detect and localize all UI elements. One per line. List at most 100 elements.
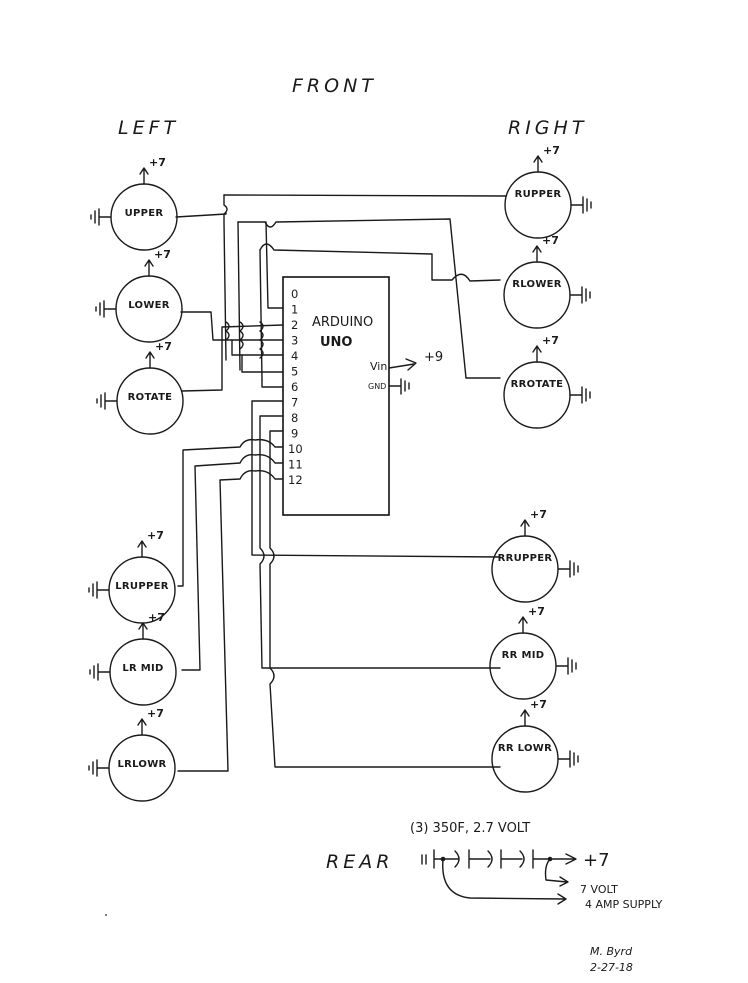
ground-icon [90, 208, 112, 226]
power-arrow-icon [520, 519, 530, 537]
actuator-label: RR LOWR [498, 743, 552, 754]
actuator-label: RR MID [502, 650, 545, 661]
actuator-lr-lower: LRLOWR+7 [88, 707, 176, 802]
ground-icon [555, 657, 577, 675]
wire-lower [180, 311, 284, 341]
capacitor-3-curve [519, 850, 525, 868]
wire-rrotate [237, 218, 501, 379]
pin-label: 2 [291, 318, 298, 332]
wire-rlower-drop [259, 249, 263, 381]
actuator-label: ROTATE [128, 392, 173, 403]
actuator-label: LR MID [122, 663, 163, 674]
supply-negative-arrow-icon [557, 893, 567, 905]
pin-label: 4 [291, 349, 298, 363]
capacitor-spec: (3) 350F, 2.7 VOLT [410, 821, 530, 836]
ground-icon [88, 759, 110, 777]
ground-icon [557, 750, 579, 768]
capacitor-3-plate [500, 849, 523, 869]
vin-value: +9 [424, 350, 443, 365]
vin-wire [388, 363, 415, 369]
power-label: +7 [530, 698, 547, 711]
supply-positive-wire [544, 858, 568, 883]
rear-heading: REAR [326, 851, 393, 873]
signature-name: M. Byrd [590, 945, 633, 958]
capacitor-2-curve [487, 850, 493, 868]
ground-icon [88, 581, 110, 599]
rear-output-label: +7 [583, 850, 610, 871]
vin-label: Vin [370, 360, 387, 373]
supply-line2: 4 AMP SUPPLY [585, 898, 663, 911]
wire-crossings [225, 321, 264, 359]
supply-negative-wire [442, 858, 566, 900]
pin-label: 5 [291, 365, 298, 379]
actuator-left-rotate: ROTATE+7 [96, 340, 184, 435]
vin-arrow-icon [405, 358, 417, 371]
arduino-outline [282, 276, 390, 516]
power-label: +7 [530, 508, 547, 521]
wires [175, 194, 507, 772]
pin-label: 10 [288, 442, 303, 456]
ground-icon [96, 392, 118, 410]
power-label: +7 [154, 248, 171, 261]
power-label: +7 [543, 144, 560, 157]
power-arrow-icon [145, 351, 155, 369]
power-label: +7 [542, 234, 559, 247]
wire-rupper [223, 194, 507, 197]
power-arrow-icon [139, 167, 149, 185]
pin-label: 3 [291, 334, 298, 348]
pin-label: 9 [291, 427, 298, 441]
actuator-label: UPPER [125, 208, 164, 219]
wire-upper-out [175, 212, 227, 218]
pin-label: 11 [288, 458, 303, 472]
power-arrow-icon [137, 718, 147, 736]
actuators: UPPER+7LOWER+7ROTATE+7RUPPER+7RLOWER+7RR… [88, 144, 592, 802]
actuator-circle [503, 261, 571, 329]
gnd-label: GND [368, 382, 386, 391]
power-arrow-icon [533, 155, 543, 173]
actuator-right-upper: RUPPER +7 [504, 144, 592, 239]
supply-line1: 7 VOLT [580, 883, 618, 896]
capacitor-2-plate [468, 849, 491, 869]
ground-icon [569, 386, 591, 404]
actuator-rr-upper: RRUPPER+7 [491, 508, 579, 603]
wire-lrupper [177, 438, 284, 587]
pin-label: 0 [291, 287, 298, 301]
actuator-left-upper: UPPER+7 [90, 156, 178, 251]
power-arrow-icon [520, 709, 530, 727]
actuator-rr-mid: RR MID +7 [489, 605, 577, 700]
power-label: +7 [528, 605, 545, 618]
actuator-label: LOWER [128, 300, 170, 311]
ground-icon [570, 196, 592, 214]
output-arrow-icon [565, 853, 577, 865]
pin-label: 12 [288, 473, 303, 487]
actuator-circle [504, 171, 572, 239]
capacitor-1-plate [433, 849, 459, 869]
wire-rrlower [269, 430, 501, 768]
left-heading: LEFT [118, 117, 179, 139]
wire-lrmid [181, 453, 284, 671]
power-arrow-icon [138, 622, 148, 640]
power-label: +7 [148, 611, 165, 624]
actuator-circle [491, 725, 559, 793]
actuator-lr-upper: LRUPPER +7 [88, 529, 176, 624]
wire-rlower [259, 243, 501, 282]
pin-label: 1 [291, 303, 298, 317]
capacitor-bank: (3) 350F, 2.7 VOLT +7 7 VOLT 4 AMP SUPPL… [410, 821, 663, 911]
actuator-label: RLOWER [512, 279, 562, 290]
actuator-label: LRUPPER [115, 581, 168, 592]
actuator-right-rotate: RROTATE+7 [503, 334, 591, 429]
power-arrow-icon [518, 616, 528, 634]
wire-lrlower [177, 469, 284, 772]
pin-label: 7 [291, 396, 298, 410]
wire-pin5 [241, 354, 284, 373]
pin-label: 6 [291, 380, 298, 394]
power-arrow-icon [532, 345, 542, 363]
pin-label: 8 [291, 411, 298, 425]
supply-positive-arrow-icon [559, 876, 569, 887]
wire-rrmid [259, 415, 501, 669]
gnd-ground-icon [388, 378, 410, 395]
right-heading: RIGHT [508, 117, 587, 139]
power-label: +7 [147, 707, 164, 720]
actuator-label: RUPPER [515, 189, 562, 200]
wire-pin1 [265, 221, 284, 309]
